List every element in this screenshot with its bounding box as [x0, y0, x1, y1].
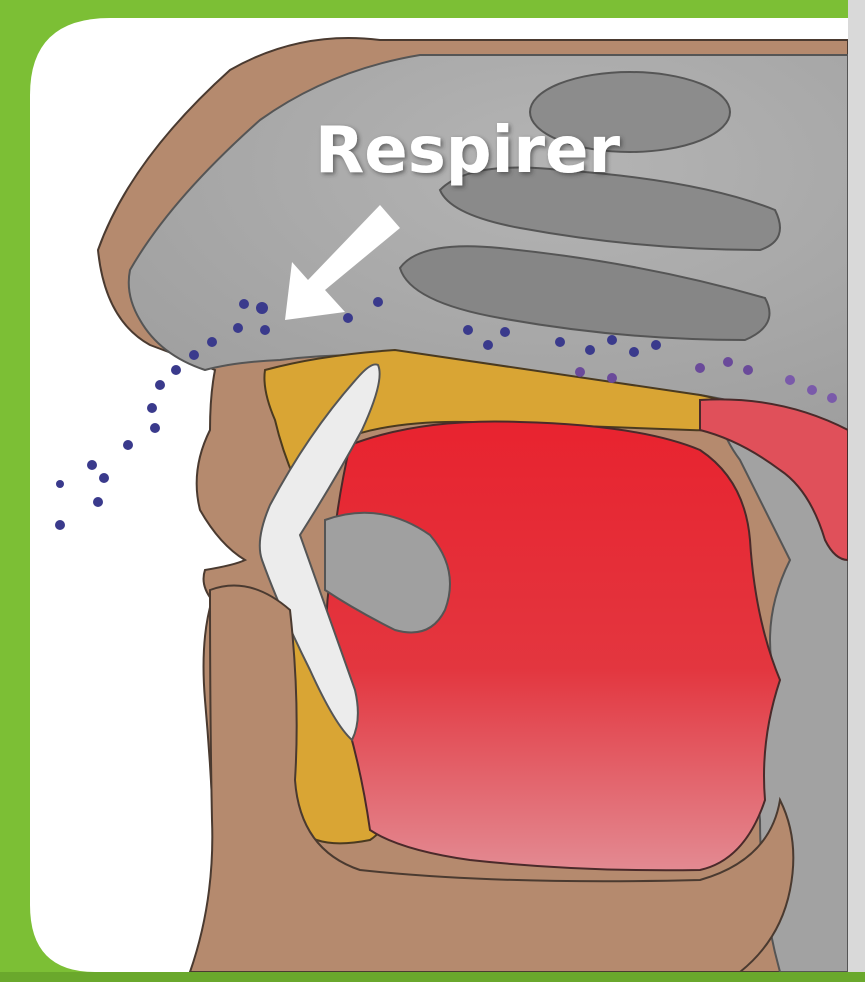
particle: [99, 473, 109, 483]
particle: [150, 423, 160, 433]
particle: [93, 497, 103, 507]
right-edge-strip: [848, 0, 865, 982]
particle: [260, 325, 270, 335]
particle: [629, 347, 639, 357]
particle: [56, 480, 64, 488]
particle: [189, 350, 199, 360]
bottom-edge-strip: [0, 972, 865, 982]
particle: [256, 302, 268, 314]
particle: [155, 380, 165, 390]
respirer-label: Respirer: [315, 114, 621, 188]
particle: [373, 297, 383, 307]
particle: [55, 520, 65, 530]
particle: [723, 357, 733, 367]
particle: [87, 460, 97, 470]
particle: [463, 325, 473, 335]
particle: [607, 335, 617, 345]
particle: [147, 403, 157, 413]
particle: [233, 323, 243, 333]
particle: [827, 393, 837, 403]
particle: [807, 385, 817, 395]
particle: [607, 373, 617, 383]
particle: [651, 340, 661, 350]
particle: [123, 440, 133, 450]
particle: [171, 365, 181, 375]
particle: [585, 345, 595, 355]
particle: [483, 340, 493, 350]
particle: [785, 375, 795, 385]
particle: [575, 367, 585, 377]
tongue: [327, 421, 780, 870]
particle: [743, 365, 753, 375]
particle: [239, 299, 249, 309]
particle: [555, 337, 565, 347]
particle: [343, 313, 353, 323]
particle: [500, 327, 510, 337]
particle: [695, 363, 705, 373]
particle: [207, 337, 217, 347]
